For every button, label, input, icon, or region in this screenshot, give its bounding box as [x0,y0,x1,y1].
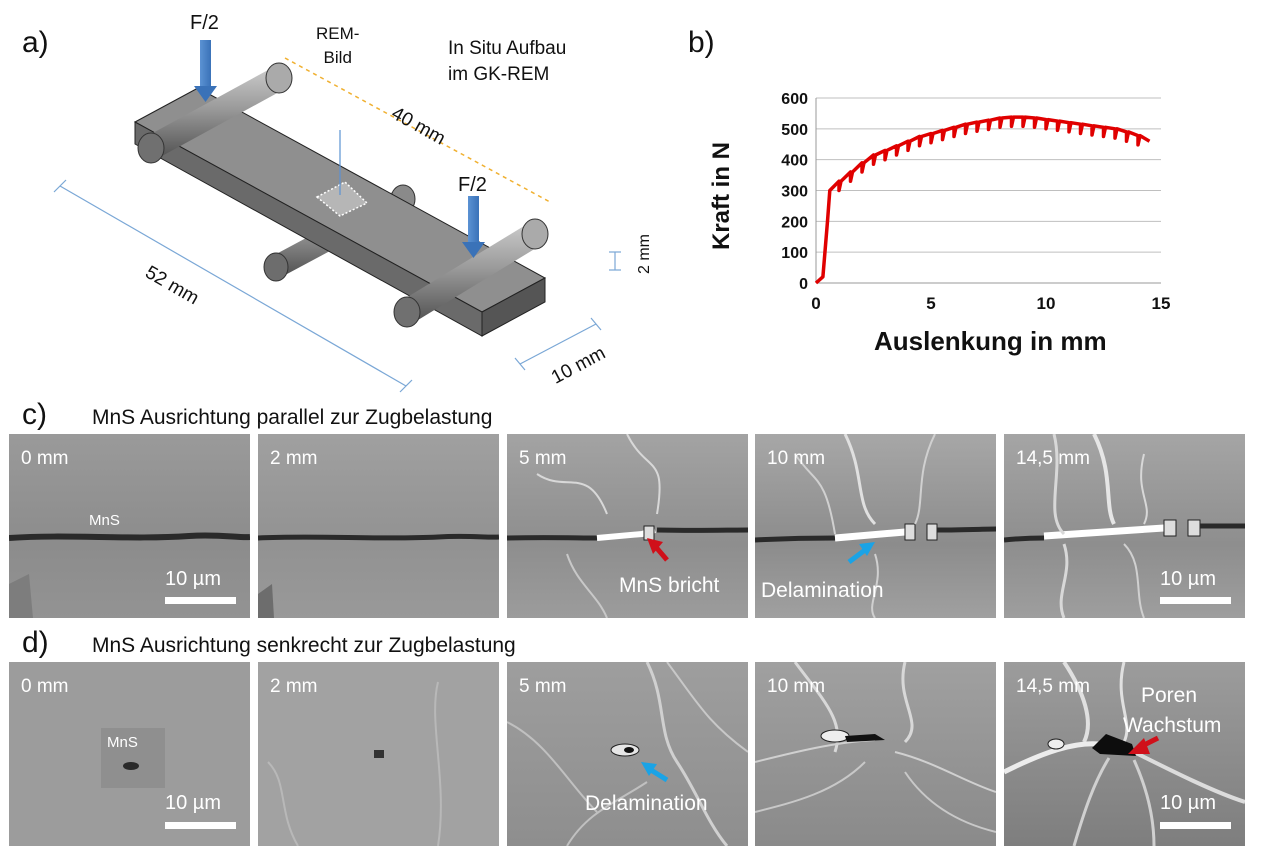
scale-text-d1: 10 µm [165,792,221,814]
force-arrow-top-icon [194,40,217,102]
upper-left-rod [137,62,293,164]
x-tick-label: 0 [811,294,820,313]
frame-c1-label: 0 mm [21,448,69,469]
sem-frame-c5: 14,5 mm 10 µm [1004,434,1245,618]
panel-c-caption: MnS Ausrichtung parallel zur Zugbelastun… [92,406,493,429]
frame-c2-label: 2 mm [270,448,318,469]
total-dim-line [59,185,407,387]
rem-image-label: REM- Bild [316,24,360,67]
y-tick-label: 200 [781,214,808,231]
panel-a-letter: a) [22,26,49,59]
scale-bar-d1 [165,822,236,829]
force-label-top: F/2 [190,12,219,34]
setup-title-1: In Situ Aufbau [448,38,567,59]
frame-c4-label: 10 mm [767,448,826,469]
frame-d5-label: 14,5 mm [1016,676,1090,697]
x-tick-label: 5 [926,294,935,313]
sem-frame-c3: 5 mm MnS bricht [507,434,748,618]
sem-frame-c2: 2 mm [258,434,499,618]
width-dim-line [519,323,597,365]
mns-label-c: MnS [89,512,120,529]
scale-bar-c1 [165,597,236,604]
force-deflection-chart: 0 100 200 300 400 500 600 0 5 10 15 [781,91,1170,313]
scale-text-d5: 10 µm [1160,792,1216,814]
frame-d1-label: 0 mm [21,676,69,697]
y-tick-label: 500 [781,122,808,139]
frame-d4-label: 10 mm [767,676,826,697]
annot-mns-break: MnS bricht [619,574,720,597]
mns-label-d: MnS [107,734,138,751]
scale-text-c1: 10 µm [165,568,221,590]
y-tick-label: 300 [781,184,808,201]
panel-b-letter: b) [688,26,715,59]
sem-frame-c1: 0 mm MnS 10 µm [9,434,250,618]
scale-bar-c5 [1160,597,1231,604]
annot-pore-1: Poren [1141,684,1198,707]
panel-c-letter: c) [22,398,47,431]
chart-ylabel: Kraft in N [708,142,735,250]
sem-frame-d3: 5 mm Delamination [507,662,748,846]
sem-frame-d2: 2 mm [258,662,499,846]
annot-pore-2: Wachstum [1123,714,1222,737]
force-label-right: F/2 [458,174,487,196]
setup-title-2: im GK-REM [448,64,550,85]
frame-c3-label: 5 mm [519,448,567,469]
rem-image-area [315,181,369,217]
sem-frame-d1: 0 mm MnS 10 µm [9,662,250,846]
scale-text-c5: 10 µm [1160,568,1216,590]
sem-frame-d5: 14,5 mm Poren Wachstum 10 µm [1004,662,1245,846]
annot-delamination-d: Delamination [585,792,708,815]
x-tick-label: 15 [1152,294,1170,313]
frame-d2-label: 2 mm [270,676,318,697]
sem-frame-c4: 10 mm Delamination [755,434,996,618]
force-arrow-right-icon [462,196,485,258]
y-tick-label: 100 [781,245,808,262]
y-tick-label: 600 [781,91,808,108]
sem-frame-d4: 10 mm [755,662,996,846]
length-dim-dash [284,57,551,203]
series-line [814,115,1151,285]
x-tick-label: 10 [1037,294,1056,313]
panel-d-letter: d) [22,626,49,659]
panel-d-caption: MnS Ausrichtung senkrecht zur Zugbelastu… [92,634,516,657]
lower-right-rod [393,218,549,328]
y-tick-label: 400 [781,153,808,170]
annot-delamination-c: Delamination [761,579,884,602]
chart-xlabel: Auslenkung in mm [874,326,1107,356]
frame-c5-label: 14,5 mm [1016,448,1090,469]
frame-d3-label: 5 mm [519,676,567,697]
bending-setup-drawing [53,40,621,393]
scale-bar-d5 [1160,822,1231,829]
y-tick-label: 0 [799,276,808,293]
thickness-dim-label: 2 mm [636,234,653,274]
